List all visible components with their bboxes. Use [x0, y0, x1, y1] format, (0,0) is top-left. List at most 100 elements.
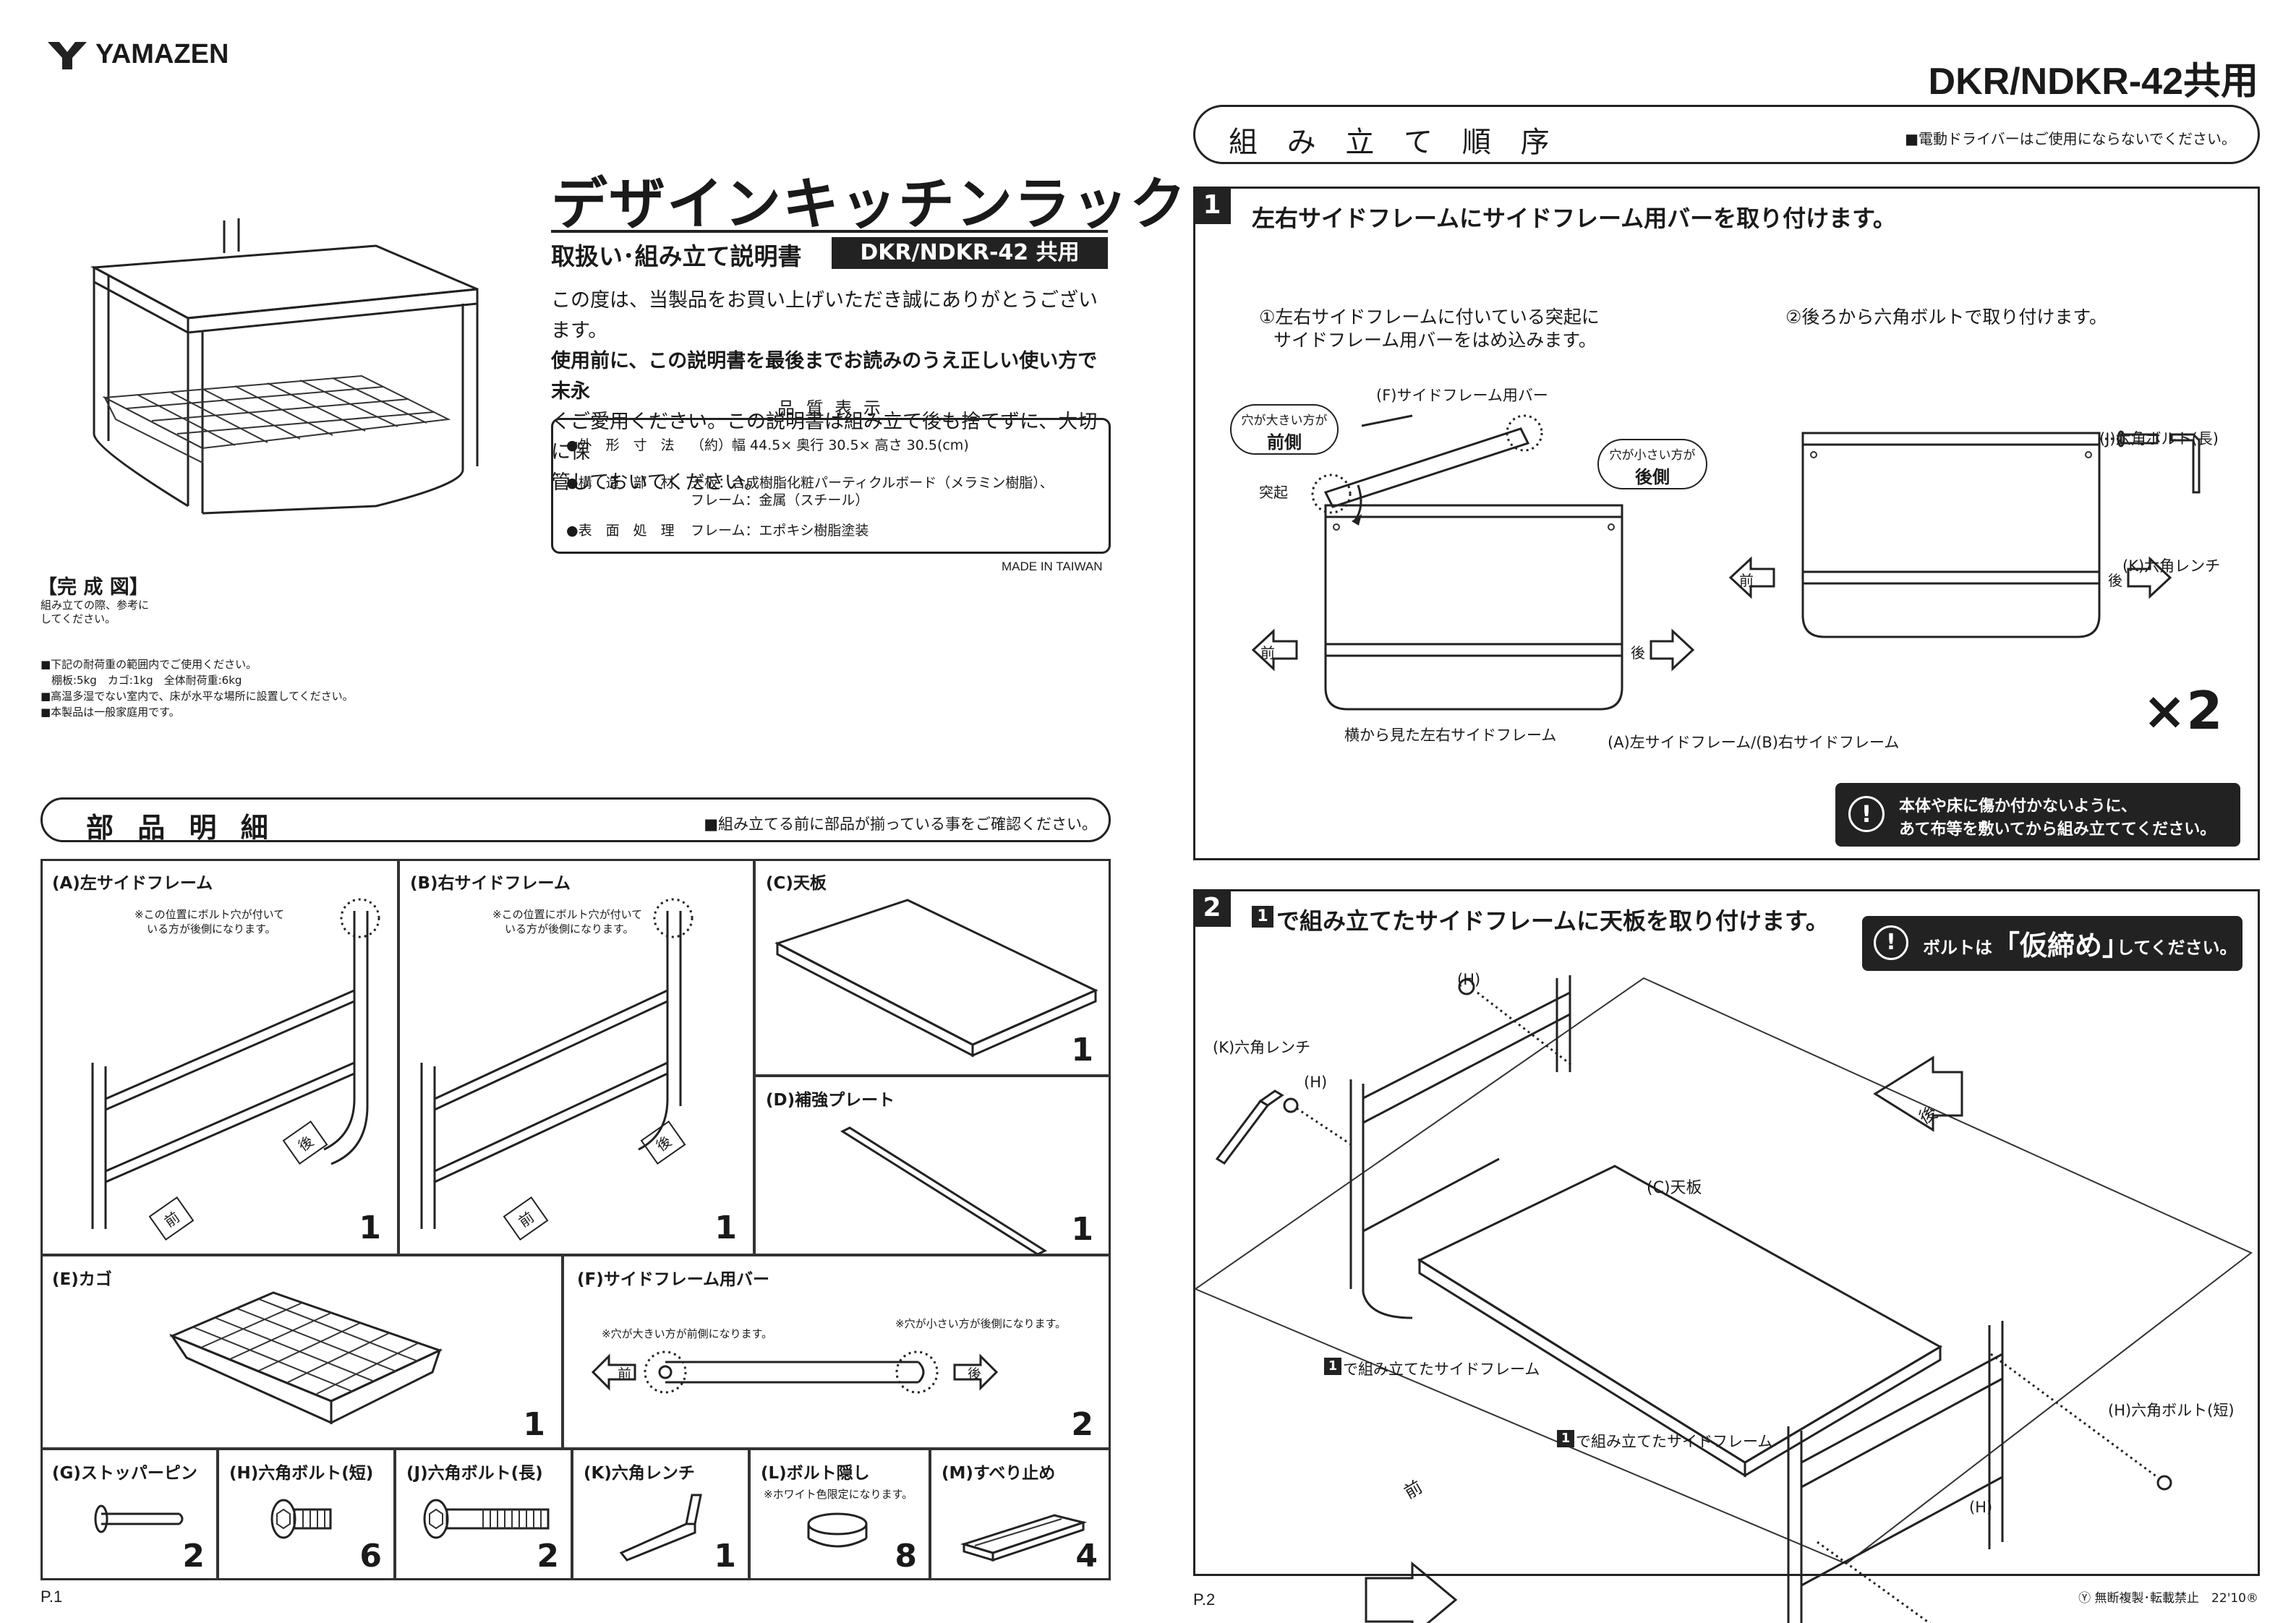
quality-value: フレーム：金属（スチール） — [691, 492, 869, 508]
part-label: (M)すべり止め — [942, 1464, 1056, 1483]
left-side-frame-illustration — [91, 898, 380, 1229]
warning-text: 本体や床に傷か付かないように、 — [1899, 797, 2137, 815]
part-qty: 1 — [714, 1209, 737, 1246]
warning-box: ! 本体や床に傷か付かないように、 あて布等を敷いてから組み立ててください。 — [1835, 783, 2240, 847]
bolt-short-label: (H)六角ボルト(短) — [2108, 1402, 2235, 1419]
step-2-panel: 2 1 で組み立てたサイドフレームに天板を取り付けます。 ! ボルトは 「仮締め… — [1193, 889, 2260, 1623]
page-number-left: P.1 — [40, 1588, 63, 1606]
basket-illustration — [169, 1291, 443, 1425]
intro-line: くご愛用ください。この説明書は組み立て後も捨てずに、大切に保 — [551, 411, 1098, 463]
step-ref-badge: 1 — [1557, 1430, 1574, 1447]
frame-callout-text: で組み立てたサイドフレーム — [1576, 1433, 1773, 1450]
page-number-right: P.2 — [1193, 1590, 1216, 1609]
quality-table: ●外 形 寸 法 （約）幅 44.5× 奥行 30.5× 高さ 30.5(cm)… — [551, 418, 1111, 554]
front-arrow-label: 前 — [1739, 572, 1754, 589]
quality-label: ●構 造 部 材 — [566, 475, 675, 491]
step-substep: サイドフレーム用バーをはめ込みます。 — [1273, 330, 1597, 351]
step-number-text: 2 — [1203, 893, 1221, 922]
part-cell-k: (K)六角レンチ 1 — [572, 1449, 749, 1580]
step-title: で組み立てたサイドフレームに天板を取り付けます。 — [1276, 907, 1829, 935]
quality-value: 天板：合成樹脂化粧パーティクルボード（メラミン樹脂）、 — [691, 475, 1054, 491]
back-arrow-label: 後 — [1631, 644, 1645, 661]
model-badge-text: DKR/NDKR-42 共用 — [860, 240, 1080, 265]
part-cell-c: (C)天板 1 — [754, 859, 1111, 1076]
top-plate-assembly-illustration — [1193, 975, 2253, 1623]
usage-note: ■本製品は一般家庭用です。 — [40, 706, 180, 719]
front-arrow-label: 前 — [618, 1366, 632, 1382]
part-label: (K)六角レンチ — [584, 1464, 695, 1483]
bolt-cover-icon — [807, 1512, 868, 1548]
brand-name: YAMAZEN — [95, 39, 229, 69]
step-ref-badge: 1 — [1252, 906, 1273, 928]
part-note: ※ホワイト色限定になります。 — [764, 1488, 913, 1501]
part-cell-a: (A)左サイドフレーム ※この位置にボルト穴が付いて いる方が後側になります。 … — [40, 859, 398, 1255]
yamazen-logo-icon — [48, 42, 87, 69]
bolt-tip-box: ! ボルトは 「仮締め」 してください。 — [1862, 916, 2242, 971]
intro-text: この度は、当製品をお買い上げいただき誠にありがとうございます。 使用前に、この説… — [551, 286, 1115, 498]
usage-note: ■下記の耐荷重の範囲内でご使用ください。 — [40, 658, 257, 671]
step-number-text: 1 — [1203, 190, 1221, 220]
part-cell-f: (F)サイドフレーム用バー ※穴が大きい方が前側になります。 ※穴が小さい方が後… — [563, 1255, 1111, 1449]
front-arrow-label: 前 — [1260, 644, 1275, 661]
warning-icon: ! — [1848, 796, 1885, 832]
copyright: Ⓨ 無断複製･転載禁止 22'10® — [2078, 1591, 2258, 1606]
part-cell-d: (D)補強プレート 1 — [754, 1076, 1111, 1256]
back-arrow-label: 後 — [968, 1366, 982, 1382]
part-cell-m: (M)すべり止め 4 — [930, 1449, 1111, 1580]
title-underline — [551, 230, 1108, 233]
model-header: DKR/NDKR-42共用 — [1928, 61, 2258, 103]
parts-header: 部 品 明 細 ■組み立てる前に部品が揃っている事をご確認ください。 — [40, 797, 1111, 844]
part-label: (C)天板 — [766, 874, 827, 893]
hex-bolt-long-icon — [423, 1499, 550, 1539]
right-side-frame-illustration — [420, 898, 694, 1229]
assembly-title: 組 み 立 て 順 序 — [1229, 126, 1560, 159]
big-hole-callout: 穴が大きい方が 前側 — [1230, 404, 1339, 455]
part-qty: 2 — [182, 1538, 205, 1575]
quality-label: ●表 面 処 理 — [566, 523, 675, 539]
part-qty: 1 — [359, 1209, 381, 1246]
quality-value: （約）幅 44.5× 奥行 30.5× 高さ 30.5(cm) — [691, 437, 969, 453]
part-cell-e: (E)カゴ 1 — [40, 1255, 563, 1449]
part-note: ※この位置にボルト穴が付いて — [492, 908, 643, 921]
side-frame-bar-illustration — [591, 1350, 999, 1394]
step-ref-text: 1 — [1328, 1358, 1338, 1374]
part-label: (G)ストッパーピン — [52, 1464, 197, 1483]
part-cell-b: (B)右サイドフレーム ※この位置にボルト穴が付いて いる方が後側になります。 … — [398, 859, 754, 1255]
part-label: (F)サイドフレーム用バー — [577, 1270, 770, 1289]
top-plate-label: (C)天板 — [1647, 1179, 1702, 1197]
part-note: いる方が後側になります。 — [147, 922, 276, 935]
part-note: いる方が後側になります。 — [505, 922, 634, 935]
quality-value: フレーム：エポキシ樹脂塗装 — [691, 523, 869, 539]
assembly-header: 組 み 立 て 順 序 ■電動ドライバーはご使用にならないでください。 — [1193, 105, 2260, 164]
part-qty: 4 — [1075, 1538, 1098, 1575]
back-arrow-label: 後 — [2108, 572, 2122, 589]
step-number: 1 — [1193, 187, 1231, 224]
step-substep: ②後ろから六角ボルトで取り付けます。 — [1785, 307, 2107, 327]
bolt-attach-illustration — [1728, 430, 2201, 638]
wrench-label: (K)六角レンチ — [1213, 1039, 1311, 1056]
bolt-tip-text: ボルトは — [1923, 938, 1992, 958]
times-two: ×2 — [2143, 680, 2223, 741]
complete-note: してください。 — [40, 612, 116, 625]
part-qty: 1 — [523, 1406, 545, 1443]
part-qty: 1 — [1071, 1032, 1093, 1069]
callout-text-strong: 後側 — [1635, 467, 1670, 487]
hex-wrench-icon — [619, 1494, 702, 1562]
part-label: (B)右サイドフレーム — [410, 874, 571, 893]
bolt-tip-text: してください。 — [2117, 938, 2237, 958]
part-label: (L)ボルト隠し — [761, 1464, 870, 1483]
wrench-label: (K)六角レンチ — [2122, 557, 2221, 575]
quality-label: ●外 形 寸 法 — [566, 437, 675, 453]
part-note: ※この位置にボルト穴が付いて — [135, 908, 285, 921]
part-label: (D)補強プレート — [766, 1091, 895, 1110]
bolt-h-label: (H) — [1457, 971, 1481, 988]
part-qty: 1 — [1071, 1211, 1093, 1248]
complete-note: 組み立ての際、参考に — [40, 599, 150, 612]
parts-note: ■組み立てる前に部品が揃っている事をご確認ください。 — [704, 815, 1097, 833]
warning-icon: ! — [1874, 925, 1908, 960]
part-label: (A)左サイドフレーム — [52, 874, 213, 893]
step-number: 2 — [1193, 889, 1231, 927]
non-slip-pad-icon — [960, 1514, 1088, 1562]
usage-note: 棚板:5kg カゴ:1kg 全体耐荷重:6kg — [40, 674, 242, 687]
protrusion-label: 突起 — [1259, 484, 1288, 501]
